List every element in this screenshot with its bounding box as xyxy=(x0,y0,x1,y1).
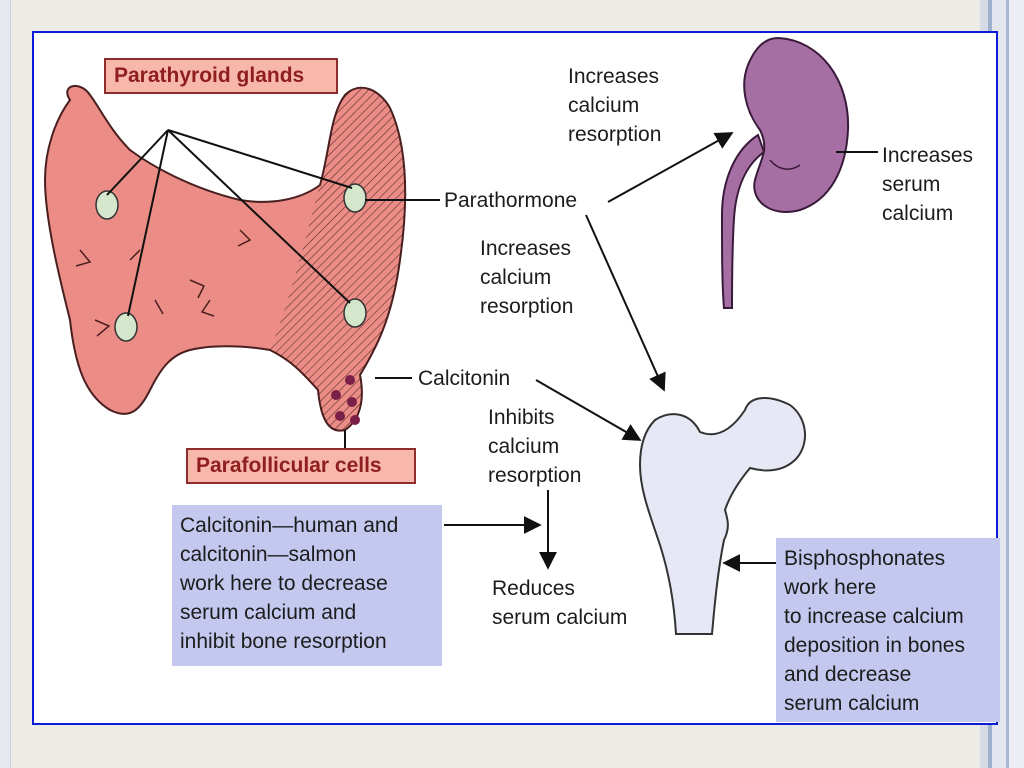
calcitonin-label: Calcitonin xyxy=(418,367,511,390)
parathyroid-glands-label: Parathyroid glands xyxy=(104,58,338,94)
kidney-resorption-label: Increases calcium resorption xyxy=(568,65,662,146)
reduces-serum-calcium-label: Reduces serum calcium xyxy=(492,577,628,629)
thyroid-gland-illustration xyxy=(43,85,407,448)
calcitonin-note: Calcitonin—human and calcitonin—salmon w… xyxy=(172,505,442,666)
parathyroid-pointer-lines xyxy=(106,129,440,379)
kidney-illustration xyxy=(720,36,878,309)
left-edge-stripe xyxy=(0,0,11,768)
inhibits-resorption-label: Inhibits calcium resorption xyxy=(488,406,582,487)
bone-resorption-label: Increases calcium resorption xyxy=(480,237,574,318)
bisphosphonates-note: Bisphosphonates work here to increase ca… xyxy=(776,538,1000,722)
parathormone-label: Parathormone xyxy=(444,189,578,212)
diagram-arrows xyxy=(444,132,778,572)
parafollicular-cells-label: Parafollicular cells xyxy=(186,448,416,484)
kidney-serum-label: Increases serum calcium xyxy=(882,144,974,225)
femur-illustration xyxy=(638,397,807,635)
